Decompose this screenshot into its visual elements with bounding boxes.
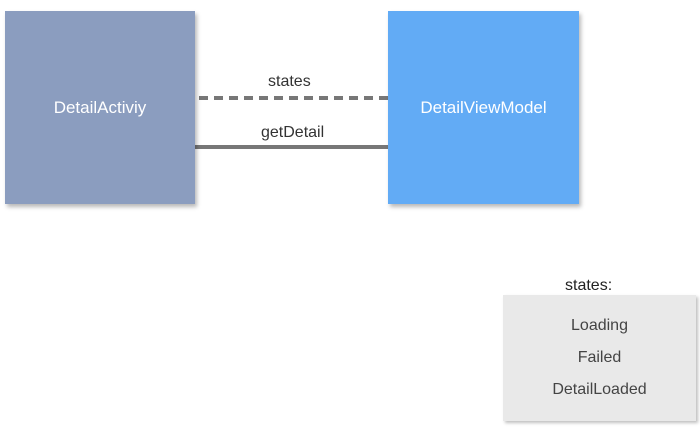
state-item-failed: Failed (577, 349, 622, 366)
state-item-loading: Loading (571, 317, 628, 334)
states-legend-title: states: (565, 277, 613, 294)
detail-activity-label: DetailActiviy (53, 97, 147, 117)
get-detail-edge-label: getDetail (261, 124, 325, 141)
detail-viewmodel-node: DetailViewModel (388, 11, 579, 204)
state-item-detail-loaded: DetailLoaded (552, 381, 647, 398)
detail-viewmodel-label: DetailViewModel (420, 97, 547, 117)
detail-activity-node: DetailActiviy (5, 11, 195, 204)
states-edge-label: states (268, 73, 311, 90)
states-legend-box: Loading Failed DetailLoaded (503, 295, 696, 421)
